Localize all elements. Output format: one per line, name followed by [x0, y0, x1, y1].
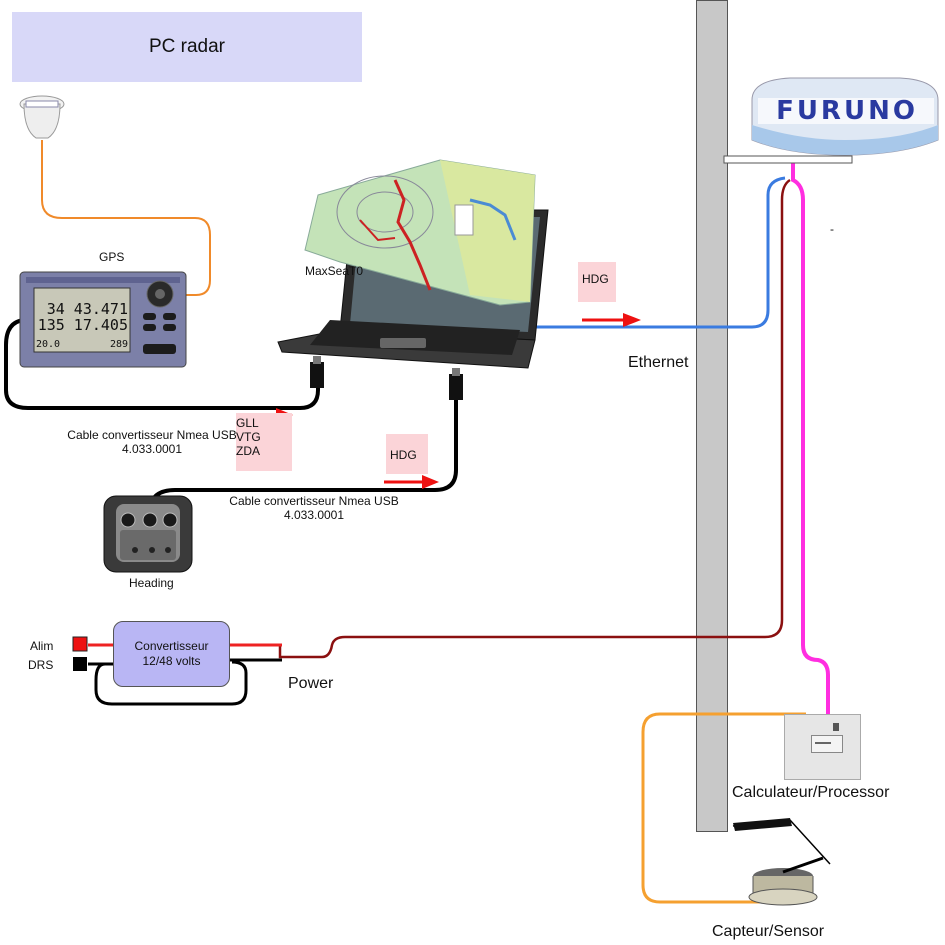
- gps-antenna-icon: [19, 95, 65, 139]
- usb-connector-1: [310, 356, 324, 388]
- heading-unit-icon: [103, 495, 193, 573]
- usb-connector-2: [449, 368, 463, 400]
- gps-nmea-cable: [3, 318, 320, 410]
- converter-box: Convertisseur 12/48 volts: [113, 621, 230, 687]
- gps-display-bottom-left: 20.0: [36, 339, 61, 350]
- sensor-label: Capteur/Sensor: [712, 923, 825, 940]
- maxsea-label: MaxSeaT0: [305, 264, 364, 278]
- converter-label-line1: Convertisseur: [134, 639, 209, 653]
- arrow-ethernet: [582, 313, 641, 327]
- converter-label-line2: 12/48 volts: [142, 654, 201, 668]
- arrow-heading-nmea: [384, 475, 439, 489]
- power-cable: [230, 178, 791, 659]
- radar-dome-icon: [751, 77, 939, 156]
- radar-mount: [723, 155, 853, 164]
- gps-antenna-cable: [41, 140, 211, 296]
- processor-box: [784, 714, 861, 780]
- gps-display-line2: 135 17.405: [37, 316, 128, 334]
- power-label: Power: [288, 675, 334, 692]
- gps-display-line1: 34 43.471: [46, 300, 128, 318]
- gps-unit-icon: [19, 271, 187, 368]
- alim-label: Alim: [30, 639, 54, 653]
- drs-label: DRS: [28, 658, 54, 672]
- stray-dash: -: [830, 222, 834, 236]
- gps-label: GPS: [99, 250, 125, 264]
- hdg-label-heading: HDG: [390, 448, 417, 462]
- ethernet-cable: [536, 176, 786, 329]
- map-chart-icon: [304, 159, 536, 306]
- cable2-reference: 4.033.0001: [283, 508, 345, 522]
- nmea-sentence-zda: ZDA: [236, 444, 260, 458]
- radar-brand-text: FURUNO: [776, 96, 918, 126]
- cable1-reference: 4.033.0001: [121, 442, 183, 456]
- diagram-title: PC radar: [12, 12, 362, 82]
- converter-loop-cable: [94, 660, 248, 706]
- sensor-icon: [732, 818, 831, 906]
- radar-processor-cable: [791, 160, 830, 718]
- cable1-name: Cable convertisseur Nmea USB: [67, 428, 237, 442]
- hdg-box-ethernet: HDG: [578, 262, 616, 302]
- gps-display-bottom-right: 289: [109, 339, 128, 350]
- nmea-sentence-gll: GLL: [236, 416, 259, 430]
- nmea-sentences-box: GLL VTG ZDA: [236, 413, 292, 471]
- cable2-name: Cable convertisseur Nmea USB: [229, 494, 399, 508]
- nmea-sentence-vtg: VTG: [236, 430, 261, 444]
- ethernet-label: Ethernet: [628, 354, 689, 371]
- hdg-box-heading: HDG: [386, 434, 428, 474]
- processor-panel-icon: [811, 735, 843, 753]
- hdg-label-ethernet: HDG: [582, 272, 609, 286]
- heading-label: Heading: [129, 576, 174, 590]
- mast: [696, 0, 728, 832]
- sensor-cable: [641, 712, 806, 904]
- drs-terminal: [73, 657, 87, 671]
- processor-label: Calculateur/Processor: [732, 784, 890, 801]
- alim-terminal: [72, 636, 88, 652]
